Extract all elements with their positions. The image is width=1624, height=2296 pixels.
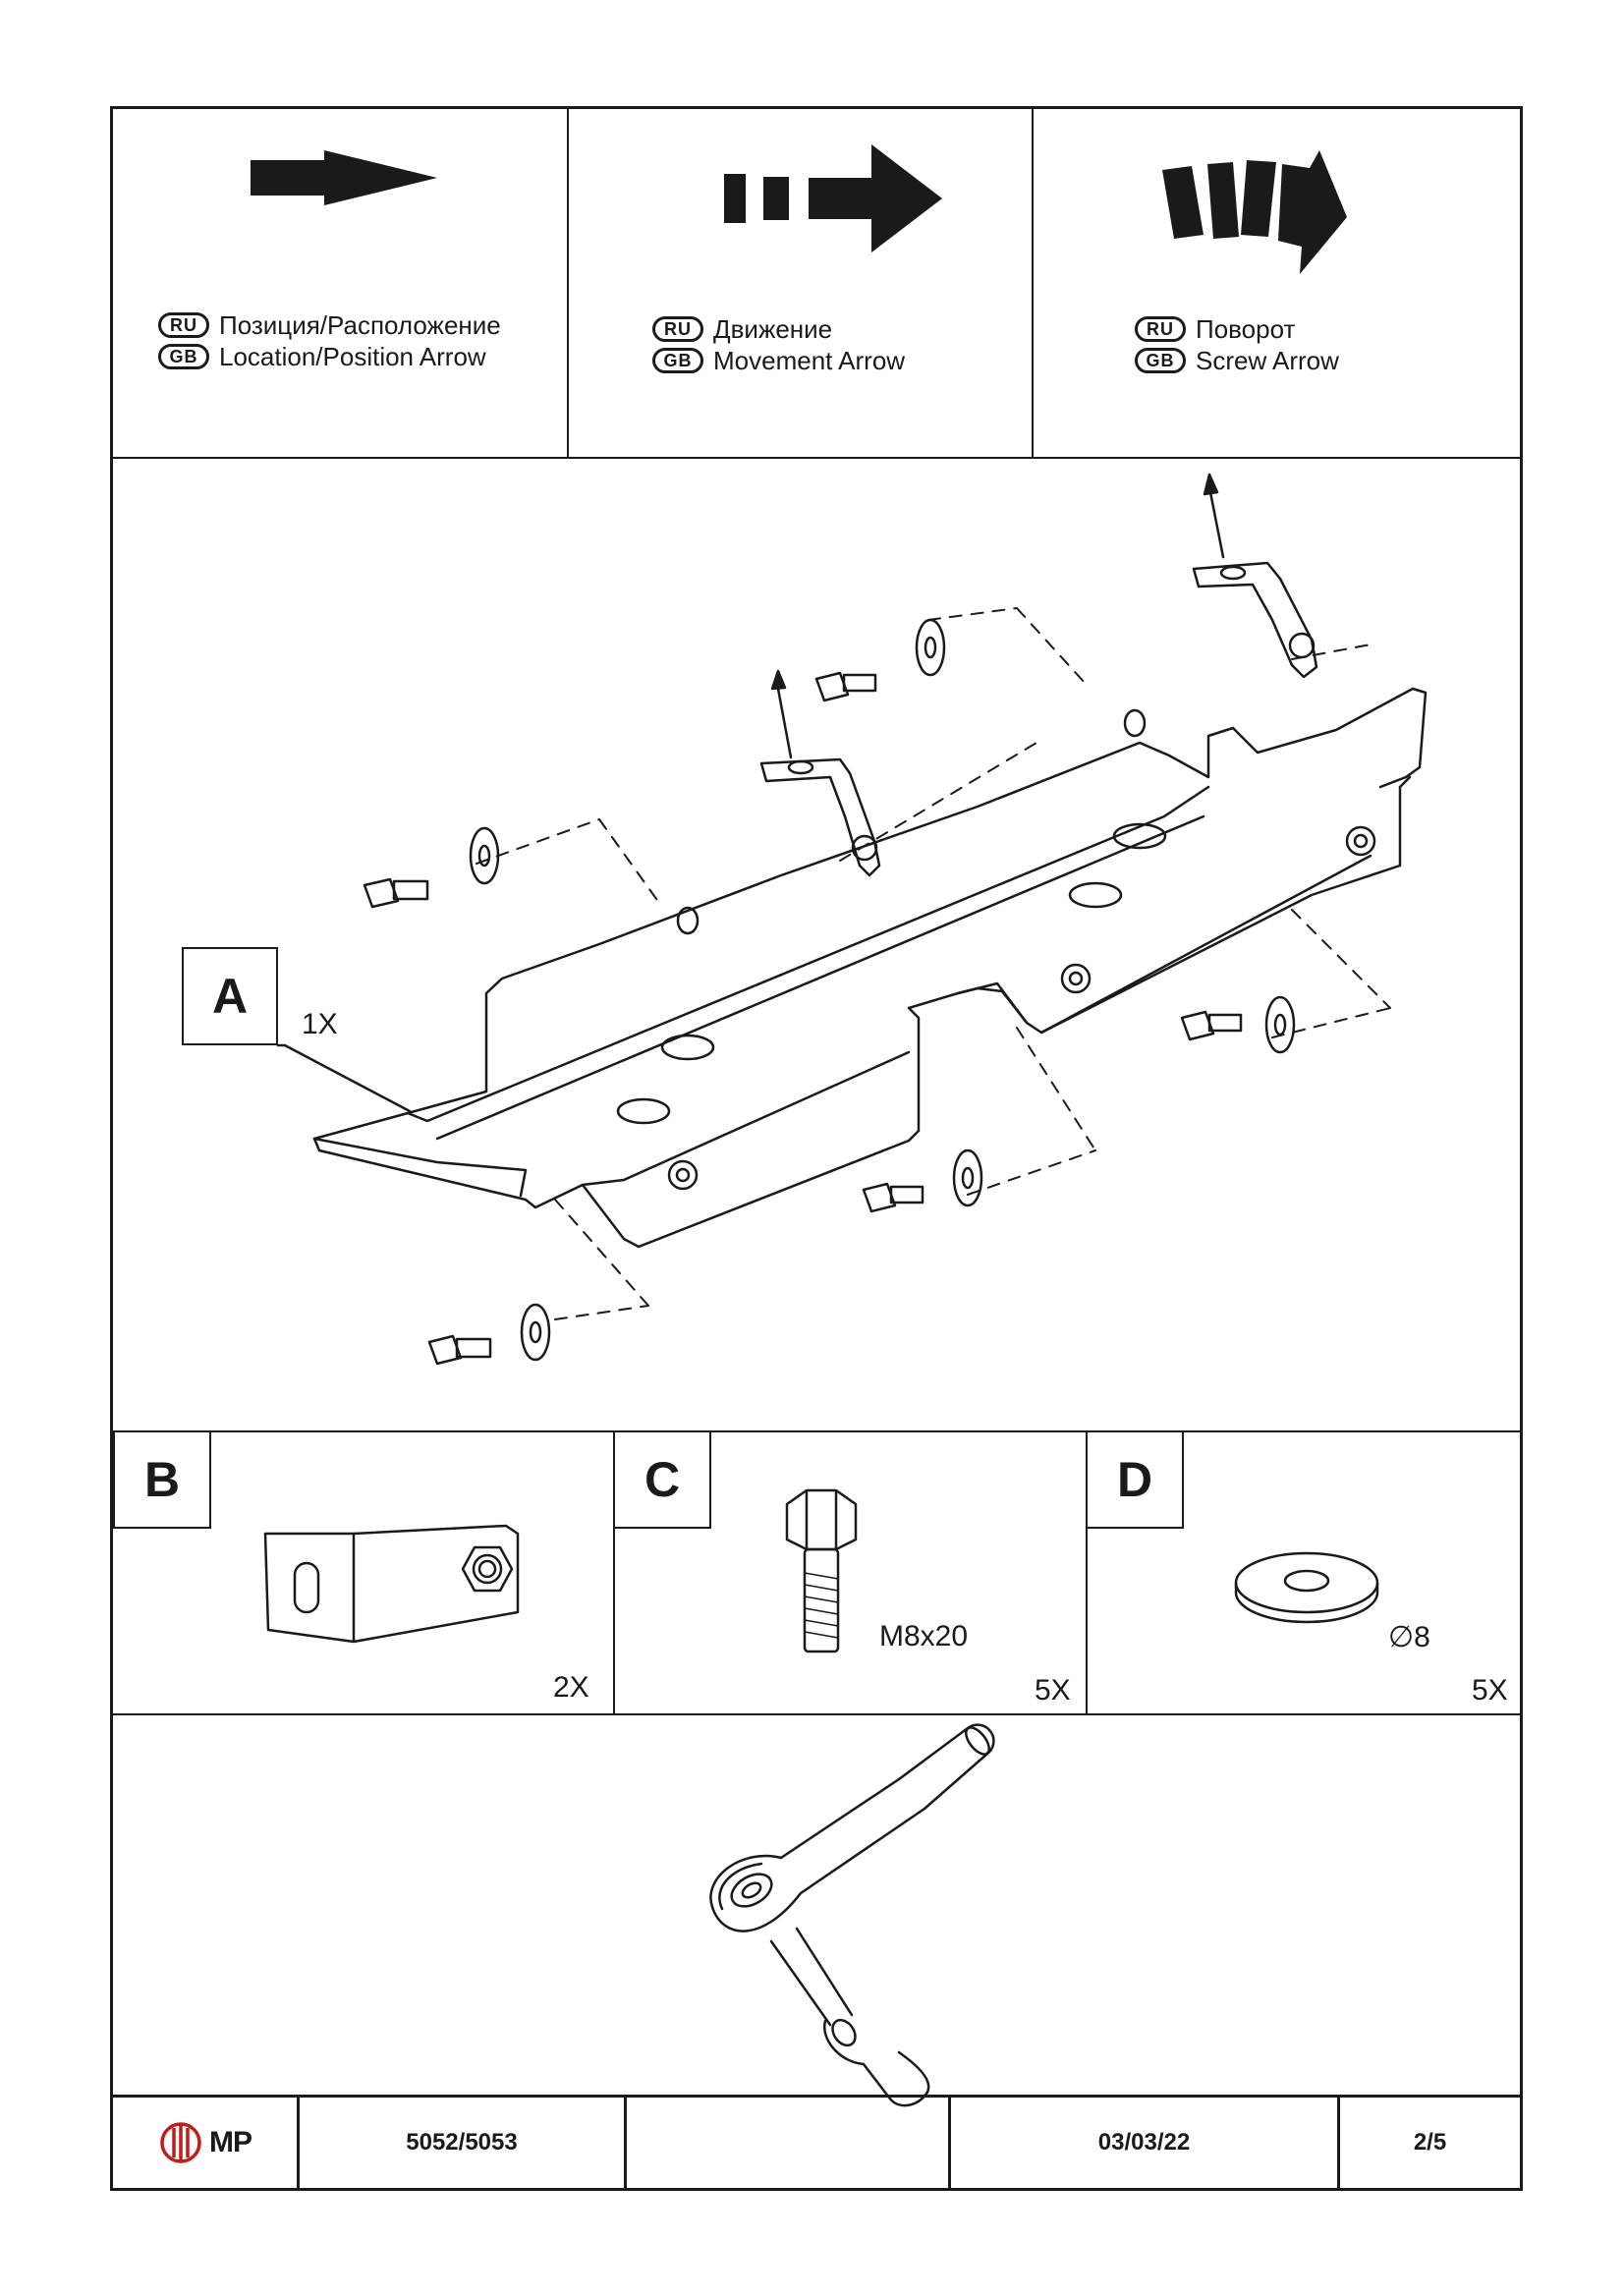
divider	[624, 2098, 627, 2188]
legend-movement: RU Движение GB Movement Arrow	[652, 313, 905, 376]
page-frame: RU Позиция/Расположение GB Location/Positi…	[110, 106, 1523, 2191]
part-letter-d: D	[1086, 1430, 1184, 1529]
part-letter-a: A	[182, 947, 278, 1045]
footer-blank	[627, 2098, 948, 2188]
footer-page: 2/5	[1413, 2129, 1447, 2156]
legend-text-ru: Движение	[713, 314, 833, 344]
part-qty-a: 1X	[302, 1008, 338, 1040]
ru-badge: RU	[652, 316, 703, 342]
ru-badge: RU	[158, 312, 209, 338]
gb-badge: GB	[652, 348, 703, 373]
divider	[1086, 1430, 1088, 1713]
ru-badge: RU	[1135, 316, 1186, 342]
footer-title-block: MP 5052/5053 03/03/22 2/5	[113, 2098, 1520, 2188]
divider	[1032, 109, 1034, 457]
location-arrow-icon	[251, 150, 437, 205]
divider	[1337, 2098, 1340, 2188]
bracket-part-drawing	[263, 1524, 520, 1644]
footer-part-number: 5052/5053	[406, 2129, 518, 2156]
divider	[567, 109, 569, 457]
brand-logo-icon	[160, 2122, 201, 2163]
divider	[297, 2098, 300, 2188]
bolt-part-drawing	[785, 1488, 858, 1653]
gb-badge: GB	[1135, 348, 1186, 373]
legend-text-gb: Screw Arrow	[1196, 346, 1339, 375]
washer-part-drawing	[1234, 1551, 1379, 1624]
divider	[113, 457, 1520, 459]
washer-size-label: ∅8	[1388, 1621, 1430, 1653]
part-letter-c: C	[613, 1430, 711, 1529]
footer-date: 03/03/22	[1097, 2129, 1191, 2156]
divider	[613, 1430, 615, 1713]
legend-text-gb: Movement Arrow	[713, 346, 906, 375]
legend-text-ru: Позиция/Расположение	[219, 310, 501, 340]
legend-location: RU Позиция/Расположение GB Location/Positi…	[158, 309, 501, 372]
divider	[113, 1430, 1520, 1432]
skid-plate-assembly-drawing	[276, 473, 1428, 1366]
brand-logo-text: MP	[209, 2126, 252, 2158]
part-letter-b: B	[113, 1430, 211, 1529]
part-qty-b: 2X	[553, 1671, 589, 1704]
divider	[113, 1713, 1520, 1715]
legend-text-gb: Location/Position Arrow	[219, 342, 486, 371]
divider	[948, 2098, 951, 2188]
legend-text-ru: Поворот	[1196, 314, 1296, 344]
part-qty-c: 5X	[1035, 1674, 1071, 1707]
part-qty-d: 5X	[1472, 1674, 1508, 1707]
screw-arrow-icon	[1162, 150, 1347, 274]
ratchet-wrench-drawing	[709, 1723, 995, 2107]
bolt-size-label: M8x20	[879, 1620, 969, 1652]
brand-logo: MP	[113, 2098, 297, 2188]
divider	[113, 2095, 1520, 2098]
gb-badge: GB	[158, 344, 209, 369]
movement-arrow-icon	[724, 144, 942, 252]
legend-screw: RU Поворот GB Screw Arrow	[1135, 313, 1339, 376]
